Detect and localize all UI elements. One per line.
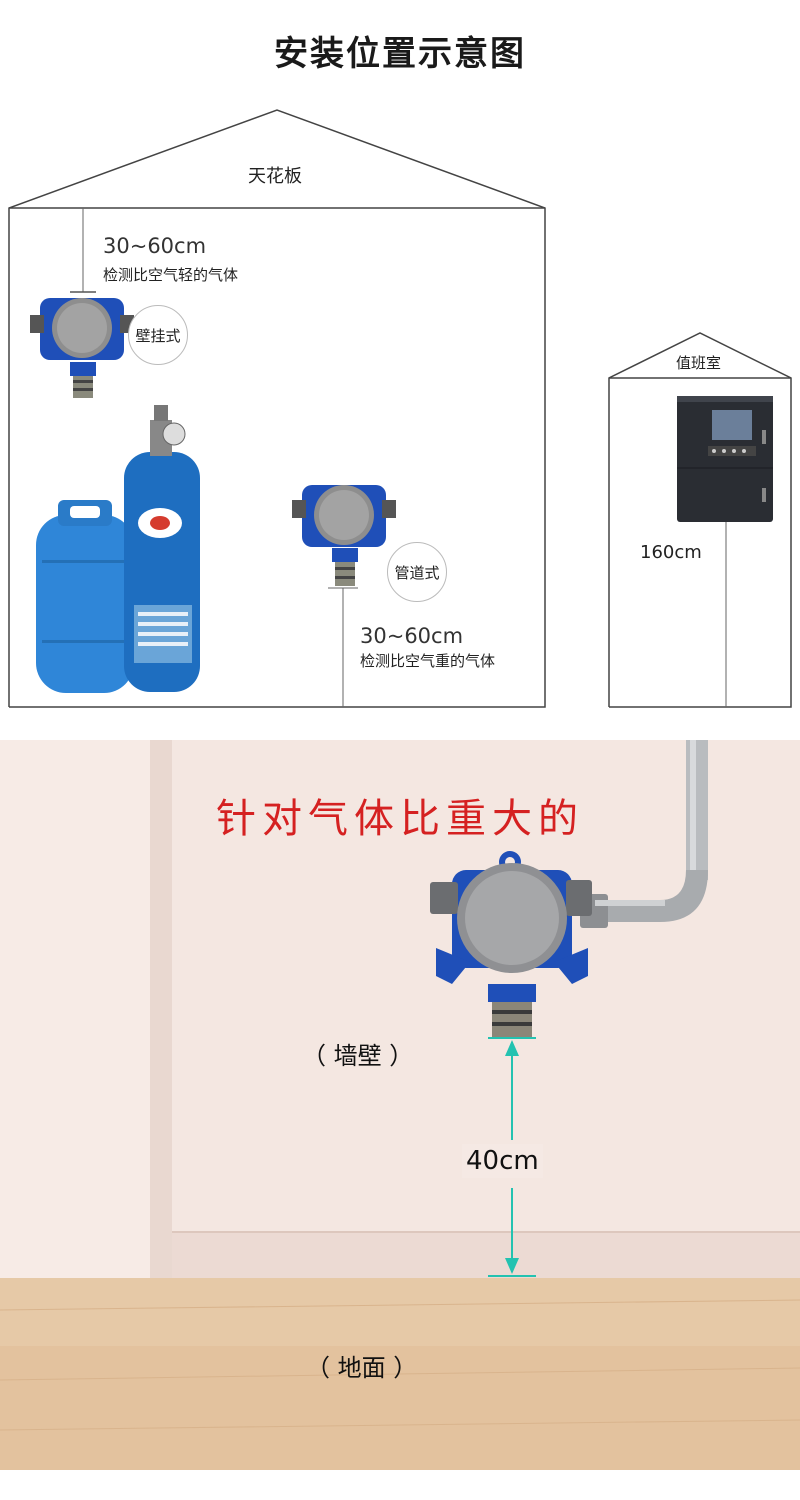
steel-pipe-icon [580,740,708,928]
alarm-controller-icon [677,396,773,522]
lpg-cylinder-icon [36,500,134,693]
pipe-mount-badge: 管道式 [387,542,447,602]
duty-room-label: 值班室 [676,354,722,372]
height-measure-label: 40cm [462,1144,543,1178]
large-detector-icon [430,851,592,1038]
pipe-mount-detector-icon [292,485,396,586]
house-outline [8,109,546,708]
skirting-board [172,1232,800,1278]
wall-label: （ 墙壁 ） [302,1042,414,1070]
pipe-mount-label: 管道式 [394,563,440,582]
ceiling-label: 天花板 [248,166,302,187]
heavy-gas-heading: 针对气体比重大的 [216,796,584,842]
light-gas-desc: 检测比空气轻的气体 [103,266,239,284]
floor-label: （ 地面 ） [306,1354,418,1382]
page-title: 安装位置示意图 [274,34,526,74]
duty-room-outline [608,332,792,708]
heavy-gas-desc: 检测比空气重的气体 [360,652,496,670]
gas-cylinder-icon [124,405,200,692]
heavy-gas-distance: 30~60cm [360,624,464,648]
height-measure-arrow [488,1037,536,1277]
wall-mount-badge: 壁挂式 [128,305,188,365]
light-gas-distance: 30~60cm [103,234,207,258]
wall-mount-label: 壁挂式 [135,326,181,345]
controller-height-label: 160cm [640,542,702,563]
wall-mount-detector-icon [30,291,134,398]
